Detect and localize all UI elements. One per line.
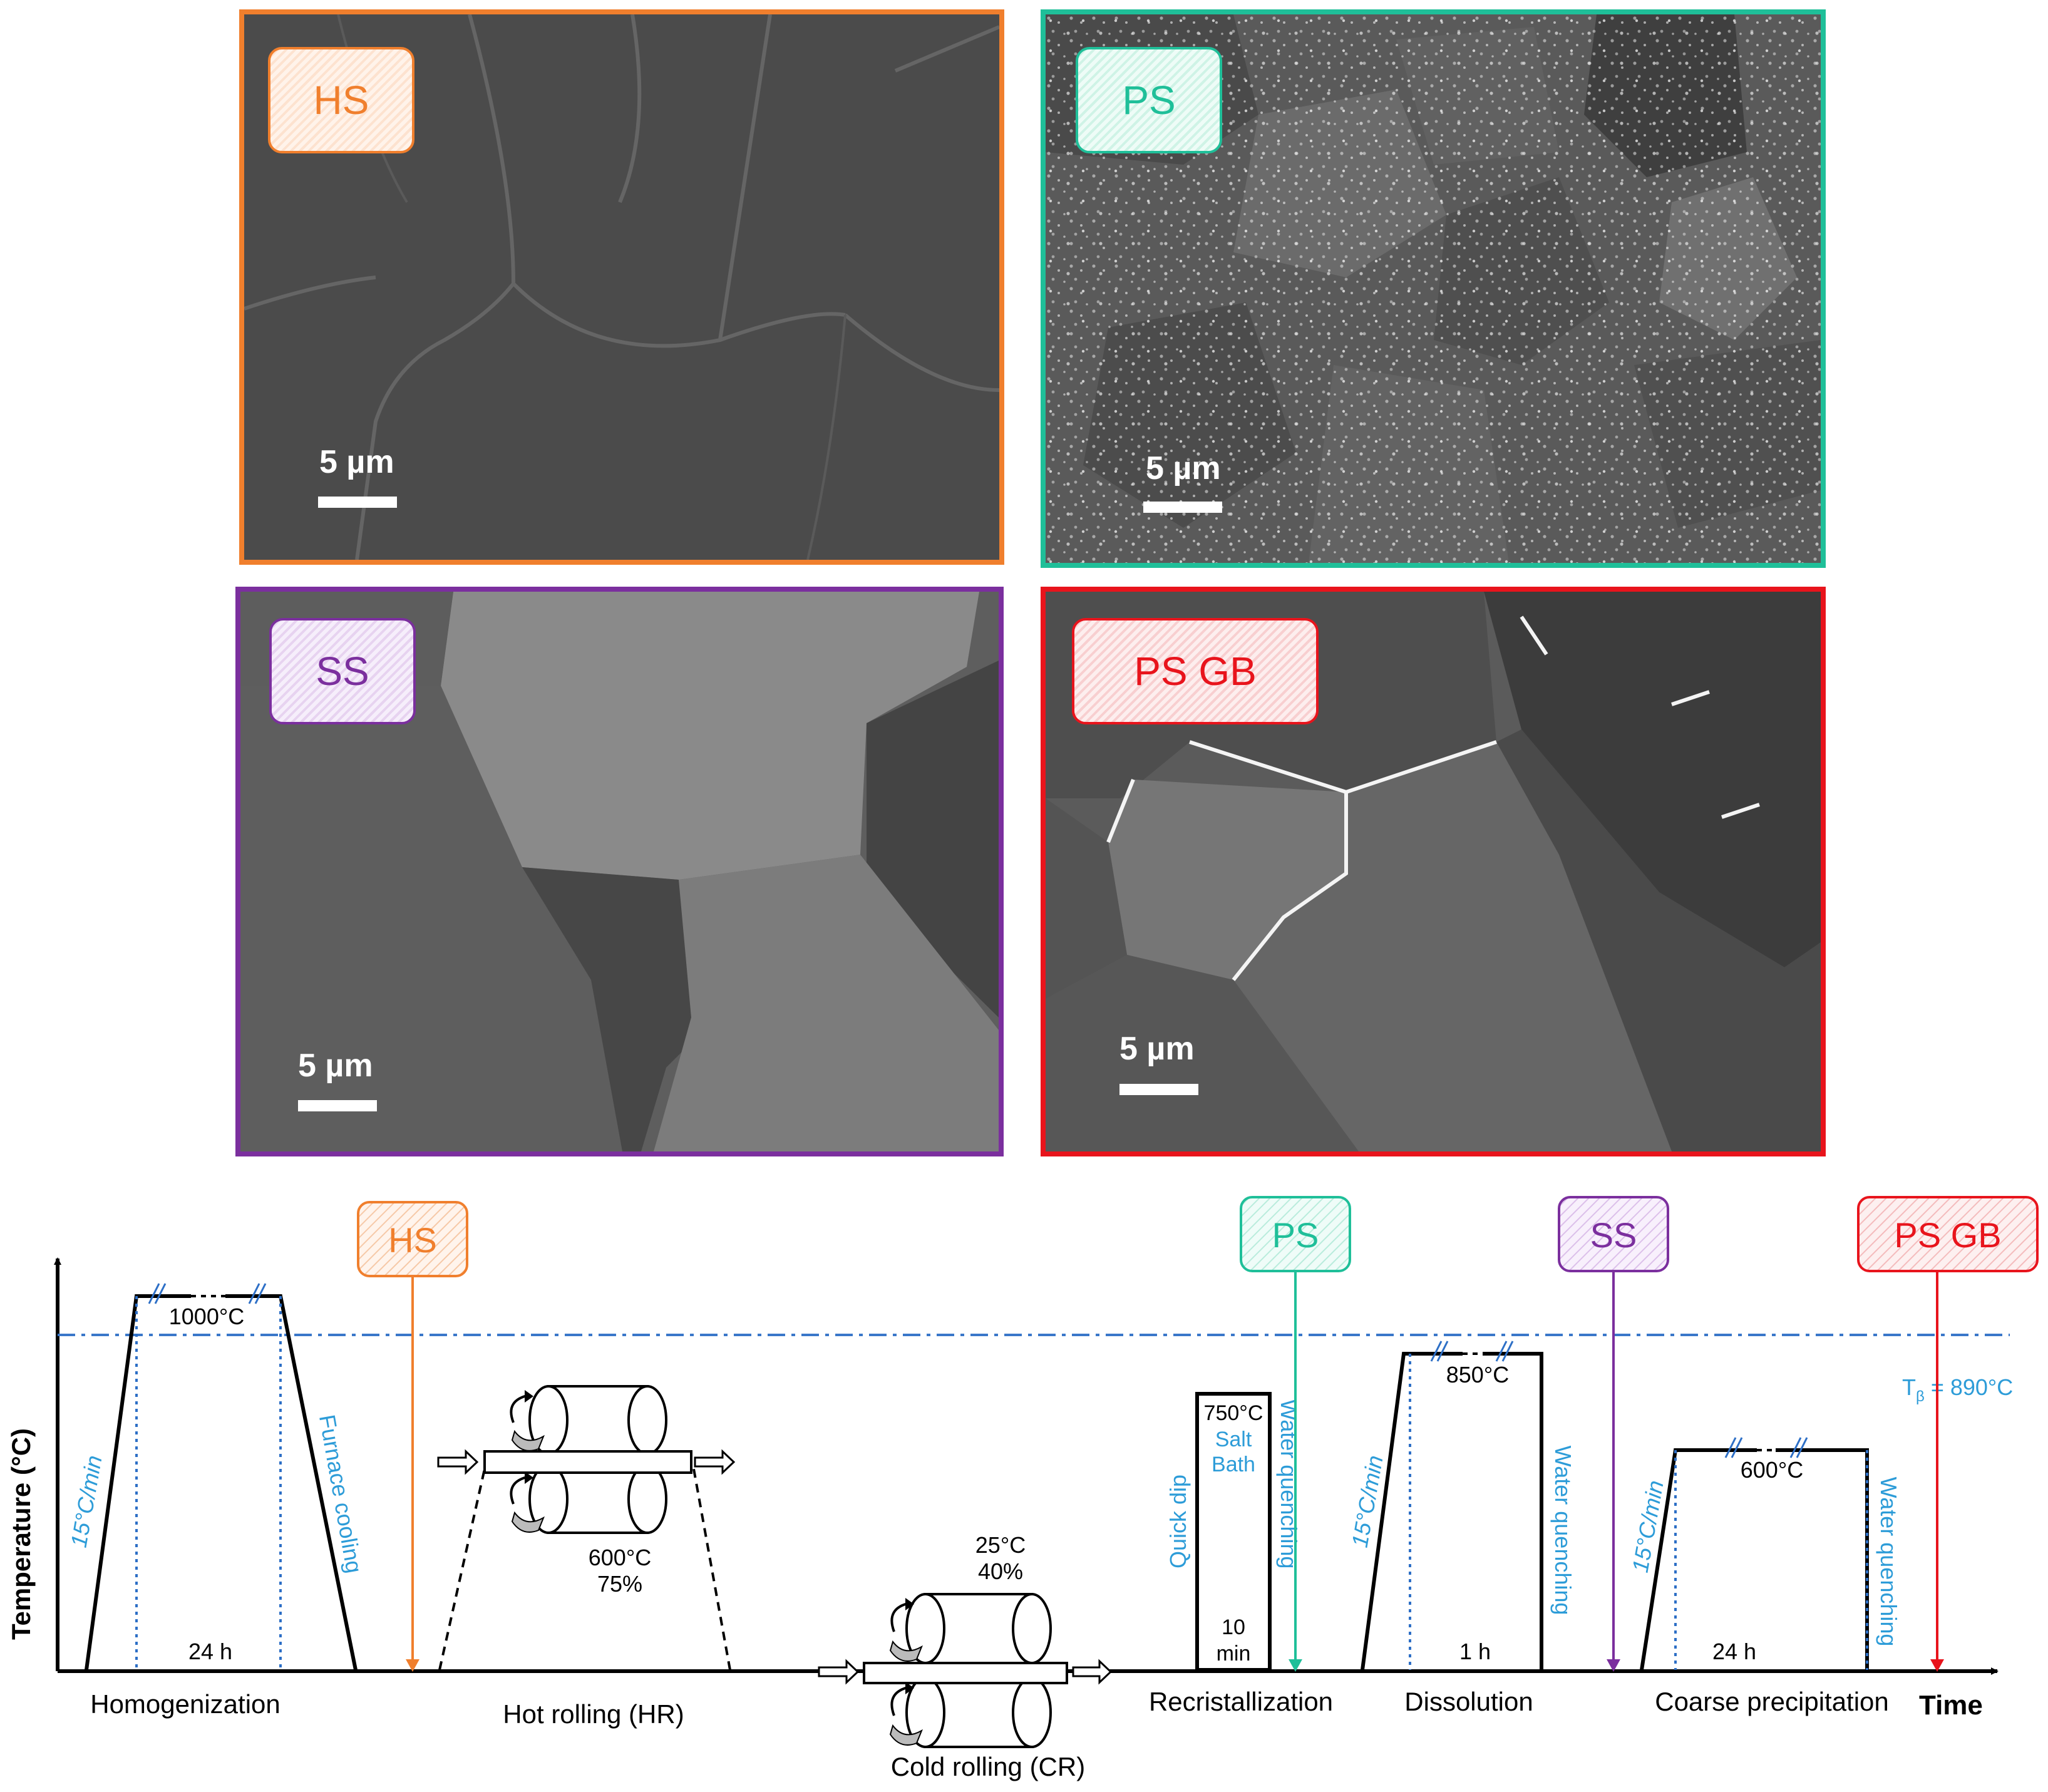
homog-name: Homogenization: [90, 1689, 280, 1719]
t-beta-label: Tβ = 890°C: [1902, 1374, 2013, 1405]
hr-reduction: 75%: [597, 1571, 642, 1597]
y-axis-title: Temperature (°C): [6, 1428, 36, 1640]
rx-name: Recristallization: [1149, 1687, 1333, 1716]
homog-temp: 1000°C: [169, 1304, 244, 1329]
rx-bath1: Salt: [1215, 1428, 1252, 1451]
marker-ps: PS: [1240, 1196, 1351, 1672]
panel-tag-psgb: PS GB: [1072, 618, 1319, 724]
sem-panel-ps: PS 5 µm: [1041, 9, 1826, 568]
diss-quench: Water quenching: [1550, 1446, 1576, 1615]
cr-name: Cold rolling (CR): [891, 1752, 1085, 1781]
marker-psgb: PS GB: [1857, 1196, 2039, 1672]
diss-temp: 850°C: [1446, 1362, 1509, 1388]
marker-hs-label: HS: [388, 1220, 437, 1260]
hr-temp: 600°C: [589, 1545, 651, 1570]
sem-panel-psgb: PS GB 5 µm: [1041, 587, 1826, 1156]
homog-rate: 15°C/min: [66, 1453, 107, 1549]
cp-time: 24 h: [1712, 1639, 1756, 1664]
stage-hot-rolling: 600°C 75% Hot rolling (HR): [437, 1385, 736, 1729]
sem-panel-ss: SS 5 µm: [235, 587, 1004, 1156]
scale-bar-ss: [298, 1100, 377, 1111]
stage-recrystallization: 750°C Salt Bath 10 min Quick dip Water q…: [1149, 1392, 1333, 1716]
stage-cold-rolling: 25°C 40% Cold rolling (CR): [818, 1532, 1113, 1781]
marker-ss-label: SS: [1590, 1215, 1637, 1255]
marker-ps-label: PS: [1272, 1215, 1319, 1255]
hr-name: Hot rolling (HR): [503, 1699, 684, 1729]
marker-ss: SS: [1558, 1196, 1669, 1672]
scale-bar-psgb: [1119, 1084, 1198, 1095]
panel-tag-ss: SS: [269, 618, 416, 724]
rx-time1: 10: [1222, 1615, 1245, 1639]
marker-psgb-label: PS GB: [1894, 1215, 2001, 1255]
stage-dissolution: 850°C 1 h 15°C/min Water quenching Disso…: [1347, 1341, 1576, 1716]
homog-time: 24 h: [188, 1639, 232, 1664]
process-diagram: Temperature (°C) Time Tβ = 890°C 1000°C …: [6, 1196, 2039, 1781]
diss-time: 1 h: [1459, 1639, 1491, 1664]
scale-bar-hs: [318, 497, 397, 508]
rx-dip: Quick dip: [1165, 1475, 1191, 1568]
marker-hs: HS: [357, 1201, 468, 1672]
cr-temp: 25°C: [975, 1532, 1026, 1558]
panel-tag-ps: PS: [1076, 47, 1222, 153]
scale-bar-ps: [1143, 502, 1222, 513]
homog-cooling: Furnace cooling: [314, 1413, 368, 1575]
scale-label-hs: 5 µm: [319, 444, 394, 480]
scale-label-psgb: 5 µm: [1119, 1031, 1195, 1067]
stage-homogenization: 1000°C 24 h 15°C/min Furnace cooling Hom…: [66, 1283, 368, 1719]
panel-tag-hs: HS: [268, 47, 414, 153]
scale-label-ps: 5 µm: [1146, 450, 1221, 487]
stage-coarse-precipitation: 600°C 24 h 15°C/min Water quenching Coar…: [1627, 1437, 1901, 1716]
x-axis-title: Time: [1919, 1690, 1983, 1721]
cp-name: Coarse precipitation: [1655, 1687, 1889, 1716]
rx-temp: 750°C: [1204, 1401, 1263, 1425]
cp-temp: 600°C: [1741, 1457, 1803, 1483]
rx-bath2: Bath: [1212, 1453, 1255, 1476]
rx-time2: min: [1217, 1642, 1251, 1666]
rx-quench: Water quenching: [1276, 1399, 1302, 1569]
scale-label-ss: 5 µm: [298, 1048, 373, 1084]
diss-name: Dissolution: [1404, 1687, 1533, 1716]
sem-panel-hs: HS 5 µm: [239, 9, 1004, 565]
cp-quench: Water quenching: [1876, 1477, 1901, 1647]
cr-reduction: 40%: [978, 1558, 1023, 1584]
